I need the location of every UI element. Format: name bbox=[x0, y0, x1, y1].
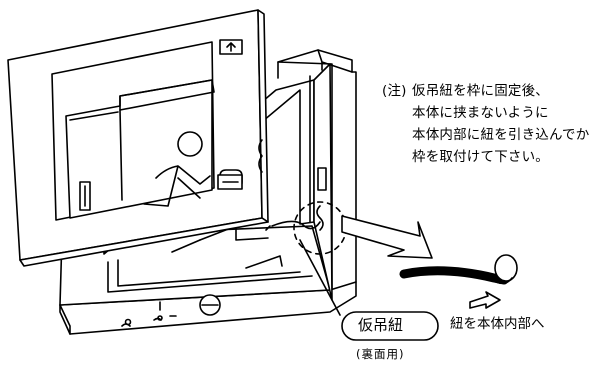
arrow-label: 紐を本体内部へ bbox=[450, 316, 545, 332]
note-line-2: 本体に挟まないように bbox=[412, 105, 549, 121]
note-line-4: 枠を取付けて下さい。 bbox=[412, 149, 549, 165]
note-prefix: (注) bbox=[382, 83, 407, 99]
callout-bubble bbox=[341, 311, 439, 341]
note-line-1: 仮吊紐を枠に固定後、 bbox=[412, 83, 549, 99]
direction-arrow bbox=[341, 215, 433, 259]
up-arrow-icon bbox=[219, 39, 243, 55]
callout-sublabel: (裏面用) bbox=[356, 347, 405, 361]
callout-label: 仮吊紐 bbox=[358, 316, 404, 334]
housing-body bbox=[59, 49, 357, 335]
cord-pull-detail bbox=[399, 254, 518, 309]
running-man-icon bbox=[143, 131, 211, 207]
exit-tag-icon bbox=[217, 174, 243, 190]
note-line-3: 本体内部に紐を引き込んでから bbox=[412, 127, 589, 143]
front-frame-panel bbox=[7, 9, 269, 267]
